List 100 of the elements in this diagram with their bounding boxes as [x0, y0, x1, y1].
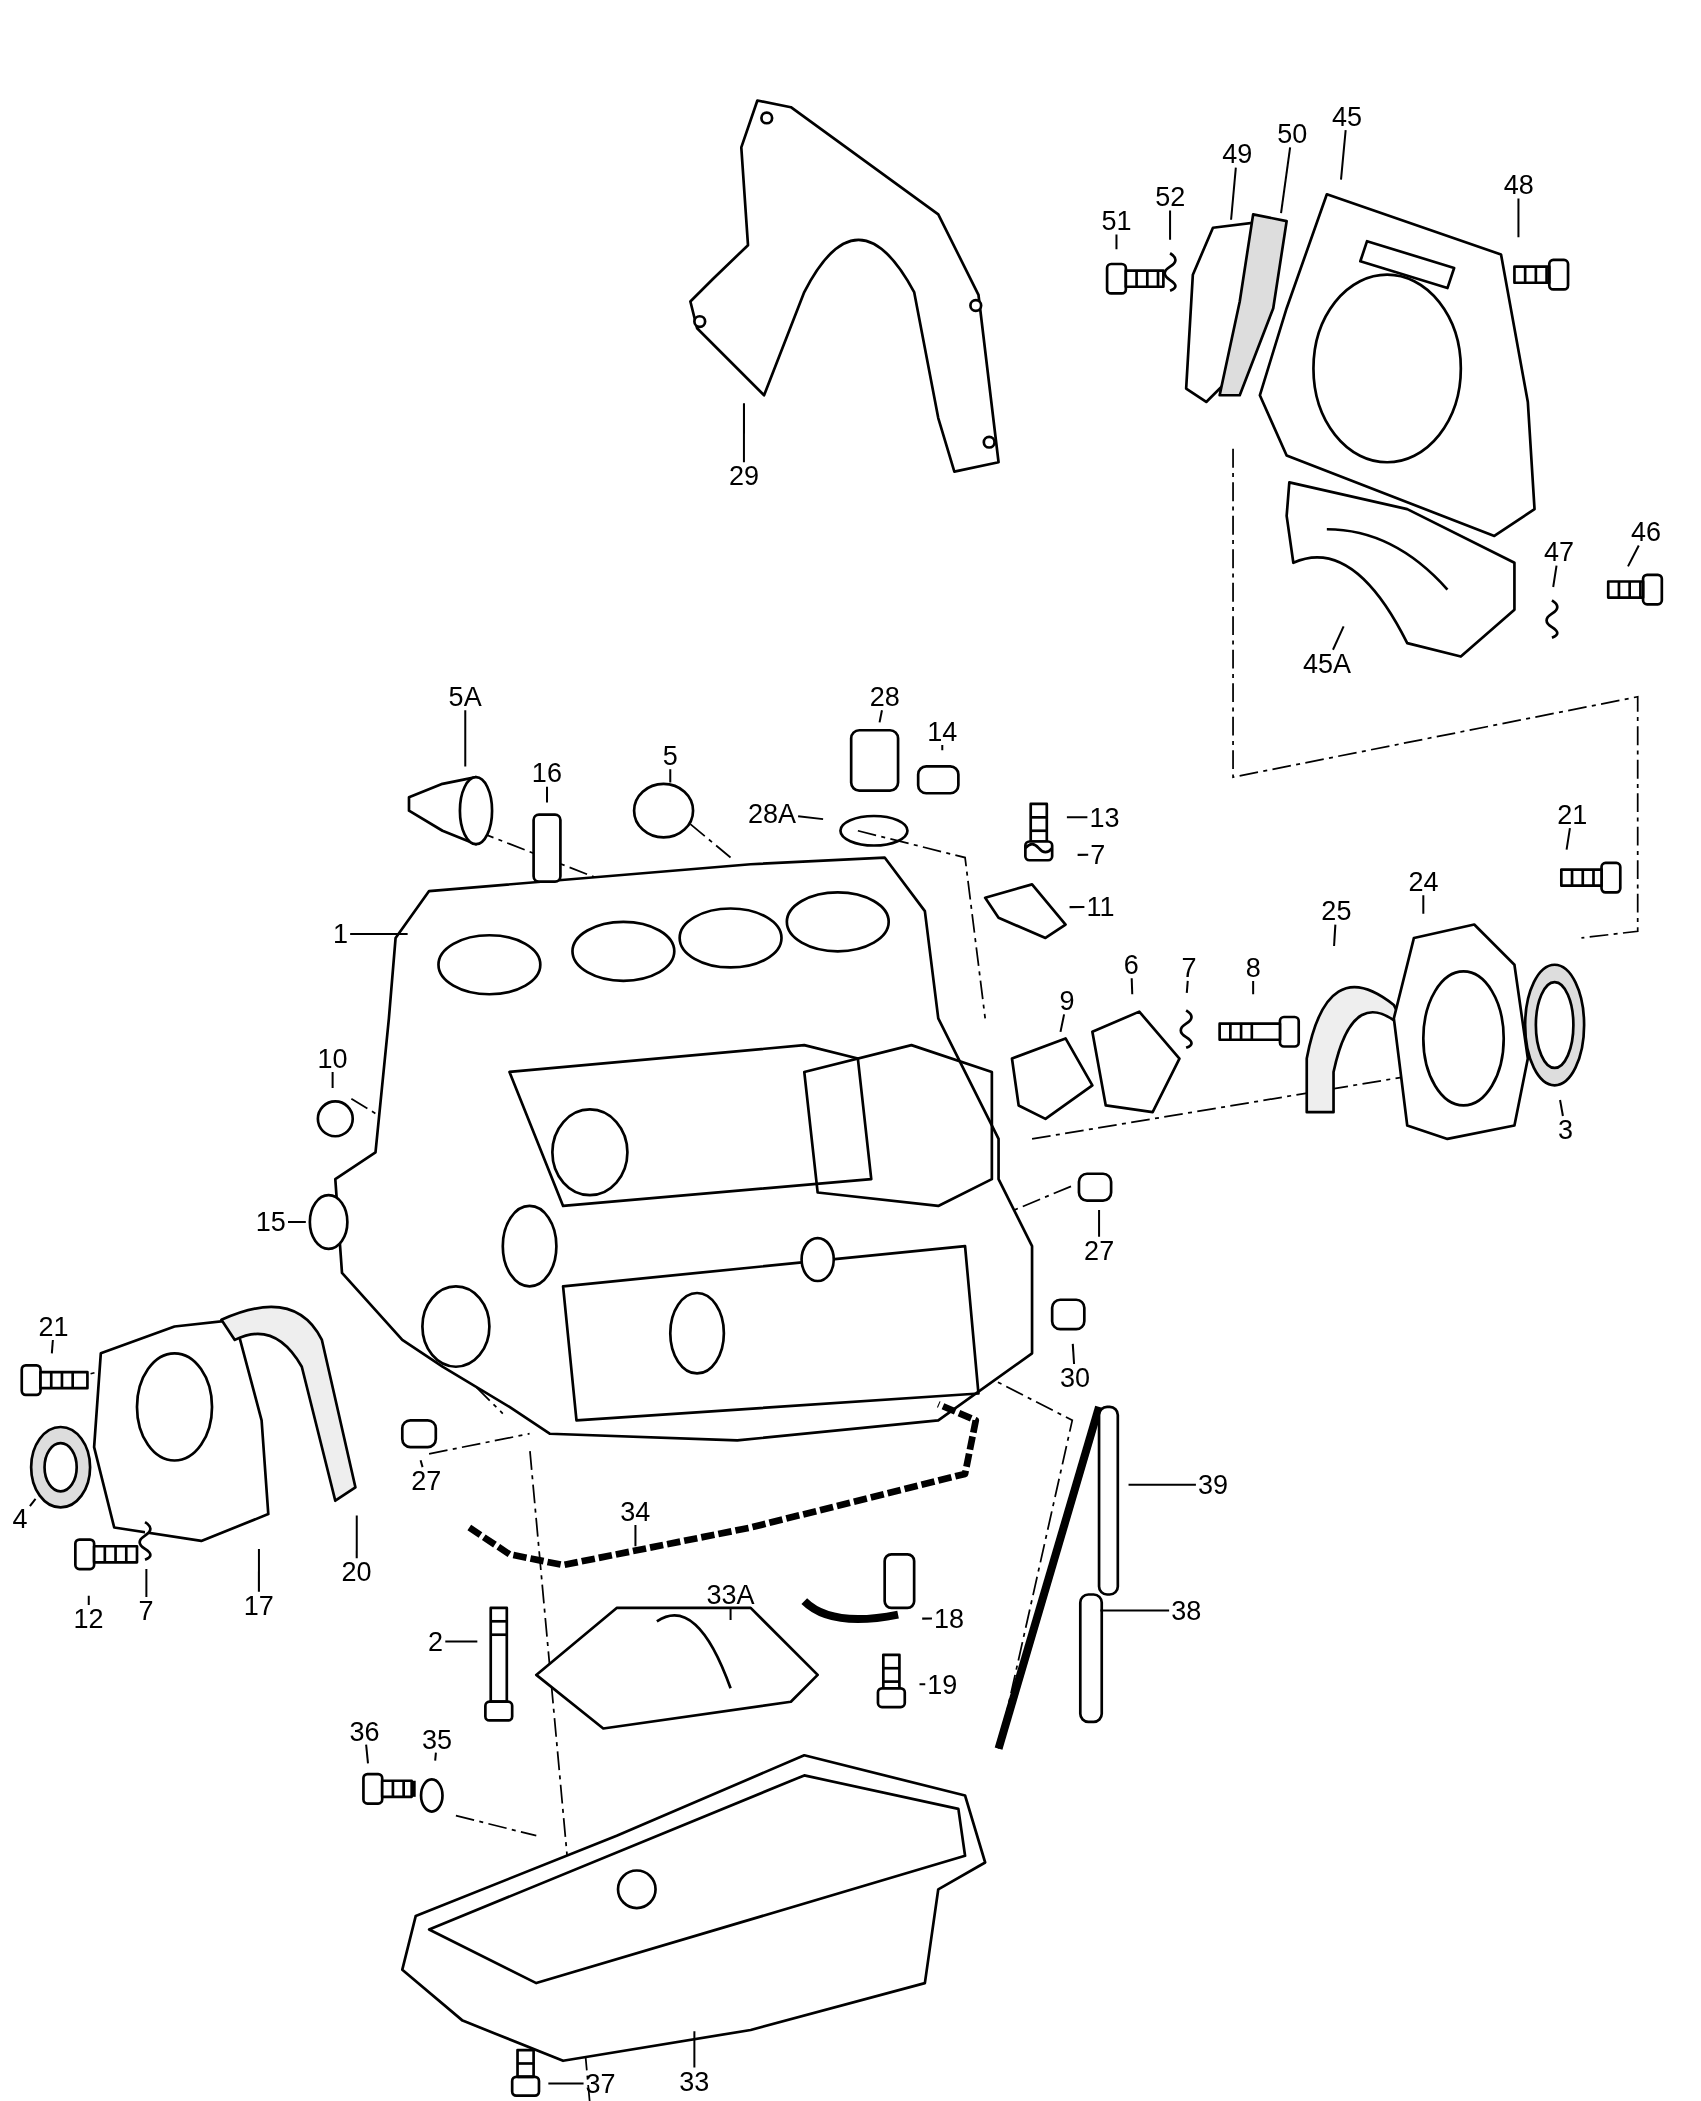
leader-line [1059, 1014, 1066, 1033]
callout-number: 48 [1501, 171, 1536, 199]
leader-line [1169, 210, 1172, 240]
callout-number: 45A [1301, 650, 1354, 677]
leader-line [87, 1595, 90, 1606]
callout-number: 9 [1057, 987, 1077, 1015]
callout-number: 5A [446, 683, 484, 711]
callout-number: 33 [677, 2068, 712, 2096]
leader-line [355, 1515, 358, 1559]
leader-line [1185, 980, 1189, 993]
leader-line [742, 403, 745, 463]
callout-number: 39 [1196, 1471, 1231, 1499]
leader-line [29, 1498, 37, 1507]
leader-line [1077, 853, 1089, 856]
callout-number: 12 [71, 1605, 106, 1633]
leader-line [445, 1640, 478, 1643]
callout-number: 33A [704, 1581, 757, 1609]
leader-line [1128, 1483, 1196, 1486]
leader-line [434, 1752, 437, 1761]
callout-number: 28A [746, 800, 799, 828]
callout-number: 15 [253, 1208, 288, 1236]
leader-line [1115, 234, 1118, 250]
callout-number: 35 [419, 1726, 454, 1754]
leader-line [669, 769, 672, 783]
callout-number: 13 [1087, 804, 1122, 832]
callout-number: 46 [1629, 518, 1664, 546]
leader-line [1071, 1343, 1076, 1364]
callout-number: 16 [529, 759, 564, 787]
leader-line [546, 786, 548, 803]
callout-number: 18 [932, 1605, 967, 1633]
callout-number: 11 [1084, 893, 1117, 921]
leader-line [257, 1548, 260, 1592]
leader-line [331, 1072, 334, 1088]
callout-number: 5 [660, 742, 680, 770]
leader-line [365, 1744, 369, 1764]
leader-line [1565, 828, 1571, 850]
leader-line [1069, 906, 1085, 909]
leader-line [1332, 625, 1345, 651]
callout-number: 19 [925, 1671, 960, 1699]
leader-line [1098, 1209, 1101, 1237]
leader-line [1517, 198, 1520, 238]
callout-number: 37 [583, 2070, 618, 2098]
callout-number: 3 [1556, 1116, 1576, 1144]
leader-line [1252, 980, 1255, 995]
callout-number: 45 [1330, 103, 1365, 131]
callout-number: 24 [1406, 868, 1441, 896]
callout-number: 14 [925, 718, 960, 746]
leader-line [729, 1608, 732, 1620]
leader-line [941, 745, 944, 751]
callout-number: 47 [1541, 538, 1576, 566]
callout-number: 49 [1220, 140, 1255, 168]
callout-number: 7 [1088, 841, 1108, 869]
leader-line [634, 1524, 637, 1547]
leader-line [419, 1459, 424, 1468]
leader-line [145, 1569, 148, 1598]
leader-line [919, 1683, 926, 1686]
leader-line [878, 710, 883, 723]
leader-line [1552, 565, 1558, 588]
leader-line [1230, 167, 1237, 220]
callout-number: 52 [1153, 183, 1188, 211]
callout-number: 51 [1099, 207, 1134, 235]
leader-line [464, 710, 467, 767]
leader-line [288, 1221, 306, 1223]
leader-line [1130, 978, 1134, 995]
callout-number: 25 [1319, 898, 1354, 925]
leader-line [1559, 1099, 1564, 1117]
leader-line [350, 932, 408, 935]
leader-line [693, 2031, 696, 2068]
callout-number: 10 [315, 1045, 350, 1073]
leader-line [1422, 895, 1425, 914]
callout-number: 27 [409, 1467, 444, 1495]
callout-number: 6 [1121, 951, 1141, 979]
callout-number: 7 [1179, 954, 1199, 982]
callout-number: 7 [136, 1597, 156, 1625]
callout-number: 21 [36, 1313, 71, 1341]
leader-line [1627, 545, 1640, 567]
callout-number: 1 [330, 920, 350, 948]
callout-number: 28 [867, 683, 902, 711]
leader-line [1333, 924, 1337, 947]
leader-line [548, 2082, 584, 2085]
callout-number: 38 [1169, 1597, 1204, 1625]
leader-line [922, 1617, 932, 1620]
callout-number: 34 [618, 1498, 653, 1526]
leader-line [50, 1339, 54, 1354]
callout-number: 21 [1555, 801, 1590, 829]
callout-number: 27 [1082, 1237, 1117, 1265]
leader-line [1100, 1609, 1170, 1612]
callout-number: 4 [10, 1505, 30, 1533]
callout-number: 50 [1275, 120, 1310, 148]
callout-number: 29 [726, 462, 761, 490]
callout-number: 17 [241, 1592, 276, 1620]
callout-number: 30 [1058, 1364, 1093, 1392]
callout-number: 20 [339, 1558, 374, 1586]
callout-number: 8 [1243, 954, 1263, 982]
callout-number: 36 [347, 1718, 382, 1746]
leader-line [798, 815, 824, 821]
callout-number: 2 [426, 1628, 446, 1656]
leader-line [1340, 129, 1347, 180]
leader-line [1280, 147, 1292, 214]
leader-line [1066, 816, 1088, 819]
